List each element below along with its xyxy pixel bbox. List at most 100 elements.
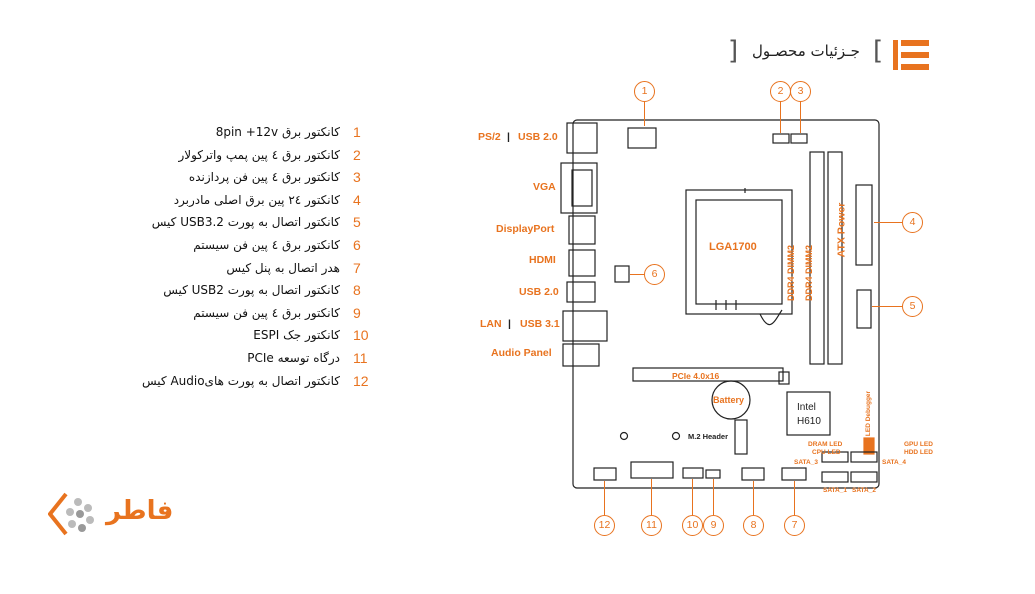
sata3-label: SATA_3 <box>794 459 818 466</box>
conn-atx24 <box>855 184 873 266</box>
sata-3 <box>821 451 849 463</box>
leader-7 <box>794 481 796 515</box>
port-ps2-usb20 <box>566 122 598 154</box>
callout-8: 8 <box>743 515 764 536</box>
callout-6: 6 <box>644 264 665 285</box>
io-sep2: | <box>508 318 511 330</box>
conn-8pin <box>627 127 657 149</box>
port-usb20 <box>566 281 596 303</box>
cpu-led-label: CPU LED <box>812 449 841 456</box>
hdr-audio-12 <box>593 467 617 481</box>
spec-text: کانکتور ۲٤ پین برق اصلی مادربرد <box>173 192 340 207</box>
spec-number: 11 <box>353 350 368 366</box>
leader-1 <box>644 101 646 126</box>
port-lan-usb31 <box>562 310 608 342</box>
spec-number: 1 <box>353 124 361 140</box>
callout-10: 10 <box>682 515 703 536</box>
page-title: جـزئیات محصـول <box>752 42 860 60</box>
io-lan-label: LAN <box>480 318 502 330</box>
header-logo-icon <box>893 40 929 70</box>
spec-text: کانکتور اتصال به پورت USB3.2 کیس <box>151 215 340 230</box>
leader-11 <box>651 479 653 515</box>
header-bracket-left: ] <box>728 36 739 66</box>
socket-lever <box>759 309 783 326</box>
spec-text: کانکتور برق ٤ پین فن سیستم <box>193 238 340 252</box>
m2-label: M.2 Header <box>688 432 729 441</box>
socket-label: LGA1700 <box>709 241 757 253</box>
slot-pcie-x1-11 <box>630 461 674 479</box>
hdr-usb2-8 <box>741 467 765 481</box>
spec-text: کانکتور برق 8pin +12v <box>215 125 340 139</box>
spec-number: 4 <box>353 191 361 208</box>
dram-led-label: DRAM LED <box>808 441 843 448</box>
spec-number: 2 <box>353 146 361 163</box>
socket-frame <box>685 189 793 315</box>
sata2-label: SATA_2 <box>852 487 876 494</box>
chipset-label-2: H610 <box>797 416 821 427</box>
leader-3 <box>800 101 802 133</box>
header-bracket-right: [ <box>873 36 884 66</box>
spec-number: 10 <box>353 327 369 344</box>
io-usb20-label: USB 2.0 <box>519 286 559 298</box>
leader-5 <box>872 306 902 308</box>
callout-2: 2 <box>770 81 791 102</box>
brand-logo-text: فاطر <box>106 496 174 526</box>
port-audio <box>562 343 600 367</box>
leader-12 <box>604 481 606 515</box>
brand-logo: فاطر <box>48 488 188 544</box>
dimm-slot-2 <box>827 151 843 365</box>
socket-inner <box>695 199 783 305</box>
dimm-slot-1 <box>809 151 825 365</box>
atx-label: ATX Power <box>835 202 848 258</box>
battery-circle <box>711 380 751 420</box>
leader-8 <box>753 481 755 515</box>
io-dp-label: DisplayPort <box>496 223 555 235</box>
spec-number: 7 <box>353 259 361 276</box>
callout-4: 4 <box>902 212 923 233</box>
dimm1-label: DDR4 DIMM2 <box>786 244 797 302</box>
spec-number: 9 <box>353 304 361 321</box>
sata1-label: SATA_1 <box>823 487 847 494</box>
conn-pump <box>772 133 790 144</box>
port-vga <box>560 162 598 214</box>
battery-label: Battery <box>713 395 745 405</box>
spec-text: کانکتور جک ESPI <box>253 328 340 343</box>
spec-text: کانکتور اتصال به پورت هایAudio کیس <box>141 373 340 388</box>
spec-text: درگاه توسعه PCIe <box>247 351 340 365</box>
conn-usb32 <box>856 289 872 329</box>
io-usb31-label: USB 3.1 <box>520 318 560 330</box>
spec-text: هدر اتصال به پنل کیس <box>226 260 340 275</box>
leader-4 <box>874 222 902 224</box>
leader-10 <box>692 479 694 515</box>
dimm2-label: DDR4 DIMM2 <box>804 244 815 302</box>
gpu-led-label: GPU LED <box>904 441 933 448</box>
spec-text: کانکتور اتصال به پورت USB2 کیس <box>163 283 340 298</box>
hdr-espi-10 <box>682 467 704 479</box>
slot-pcie <box>632 367 784 382</box>
port-hdmi <box>568 249 596 277</box>
spec-number: 8 <box>353 282 361 299</box>
port-vga-inner <box>571 169 593 207</box>
spec-text: کانکتور برق ٤ پین فن پردازنده <box>188 170 340 185</box>
sata-1 <box>821 471 849 483</box>
brand-logo-mark-icon <box>48 492 94 536</box>
leader-9 <box>713 479 715 515</box>
io-ps2-label: PS/2 <box>478 131 501 143</box>
hdd-led-label: HDD LED <box>904 449 933 456</box>
sata4-label: SATA_4 <box>882 459 906 466</box>
io-sep1: | <box>507 131 510 143</box>
callout-1: 1 <box>634 81 655 102</box>
leader-2 <box>780 101 782 133</box>
conn-sysfan-6 <box>614 265 630 283</box>
io-audio-label: Audio Panel <box>491 347 552 359</box>
callout-3: 3 <box>790 81 811 102</box>
chipset <box>786 391 831 436</box>
mount-hole-2 <box>671 431 681 441</box>
spec-text: کانکتور برق ٤ پین پمپ واترکولار <box>178 147 340 162</box>
spec-number: 12 <box>353 372 369 389</box>
callout-7: 7 <box>784 515 805 536</box>
mount-hole-1 <box>619 431 629 441</box>
led-debugger-block <box>863 437 875 455</box>
board-outline <box>572 119 880 489</box>
